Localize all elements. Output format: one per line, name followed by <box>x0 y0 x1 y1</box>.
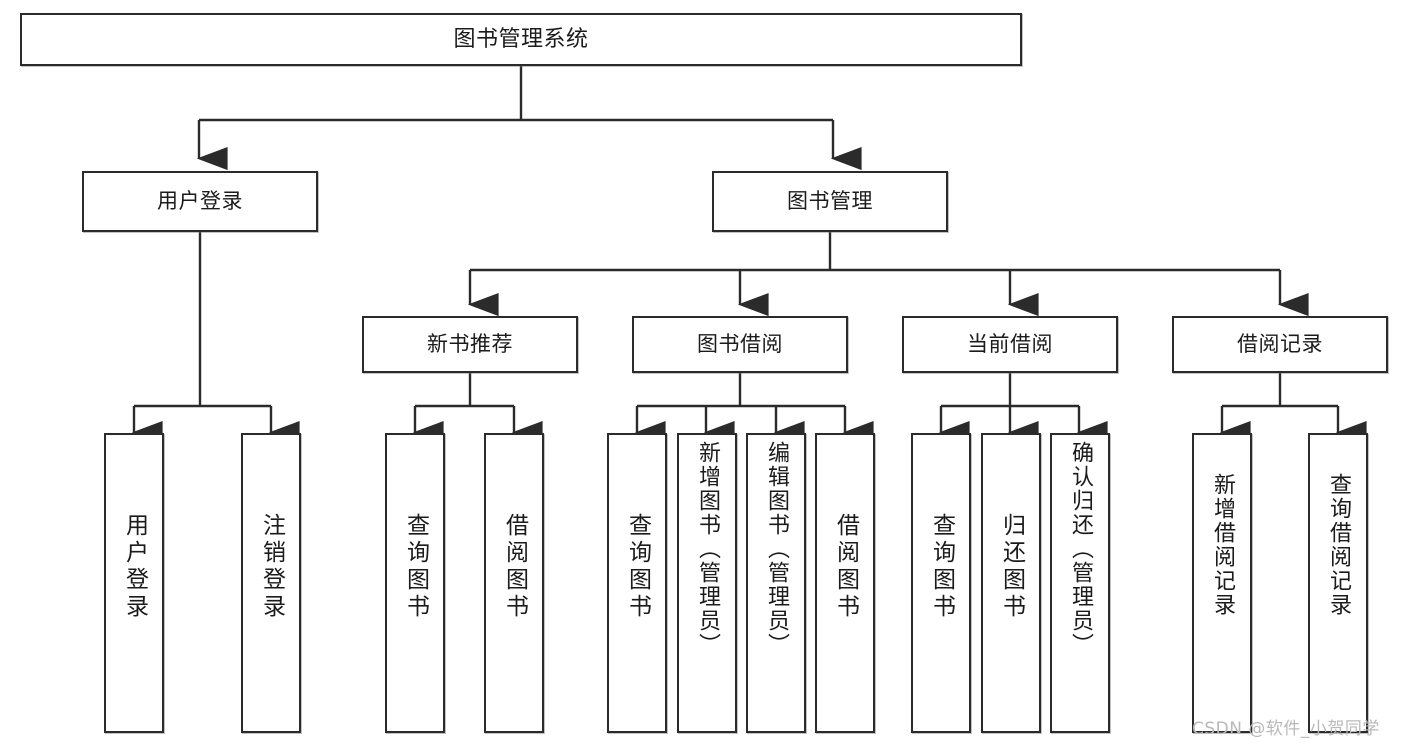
leaf-borrow-record-query-record[interactable]: 查询借阅记录 <box>1308 433 1368 733</box>
node-label: 用户登录 <box>157 189 243 214</box>
node-borrow-record[interactable]: 借阅记录 <box>1172 316 1388 373</box>
node-label: 确认归还（管理员） <box>1068 441 1093 657</box>
node-root-book-management-system[interactable]: 图书管理系统 <box>20 13 1022 66</box>
leaf-book-borrow-query-book[interactable]: 查询图书 <box>607 433 667 733</box>
node-label: 查询借阅记录 <box>1326 473 1351 617</box>
node-label: 查询图书 <box>624 513 651 621</box>
leaf-book-borrow-edit-book-admin[interactable]: 编辑图书（管理员） <box>746 433 806 733</box>
node-current-borrow[interactable]: 当前借阅 <box>902 316 1118 373</box>
node-label: 查询图书 <box>928 513 955 621</box>
node-label: 图书管理 <box>787 189 873 214</box>
node-label: 注销登录 <box>258 513 285 621</box>
leaf-current-borrow-confirm-return-admin[interactable]: 确认归还（管理员） <box>1050 433 1110 733</box>
leaf-book-borrow-add-book-admin[interactable]: 新增图书（管理员） <box>677 433 737 733</box>
node-label: 用户登录 <box>121 513 148 621</box>
node-label: 新增图书（管理员） <box>695 441 720 657</box>
node-label: 借阅图书 <box>832 513 859 621</box>
node-user-login[interactable]: 用户登录 <box>82 171 318 232</box>
node-book-borrow[interactable]: 图书借阅 <box>632 316 848 373</box>
leaf-new-book-query-book[interactable]: 查询图书 <box>385 433 445 733</box>
leaf-book-borrow-borrow-book[interactable]: 借阅图书 <box>815 433 875 733</box>
node-label: 借阅记录 <box>1237 332 1323 357</box>
csdn-watermark: CSDN @软件_小贺同学 <box>1192 719 1380 739</box>
node-label: 借阅图书 <box>501 513 528 621</box>
node-label: 当前借阅 <box>967 332 1053 357</box>
leaf-borrow-record-add-record[interactable]: 新增借阅记录 <box>1192 433 1252 733</box>
leaf-user-login-login[interactable]: 用户登录 <box>104 433 164 733</box>
node-label: 归还图书 <box>998 513 1025 621</box>
node-label: 新书推荐 <box>427 332 513 357</box>
node-label: 新增借阅记录 <box>1210 473 1235 617</box>
leaf-current-borrow-return-book[interactable]: 归还图书 <box>981 433 1041 733</box>
node-book-management[interactable]: 图书管理 <box>712 171 948 232</box>
node-label: 查询图书 <box>402 513 429 621</box>
leaf-user-login-logout[interactable]: 注销登录 <box>241 433 301 733</box>
node-new-book-recommend[interactable]: 新书推荐 <box>362 316 578 373</box>
leaf-current-borrow-query-book[interactable]: 查询图书 <box>911 433 971 733</box>
node-label: 图书借阅 <box>697 332 783 357</box>
leaf-new-book-borrow-book[interactable]: 借阅图书 <box>484 433 544 733</box>
node-label: 图书管理系统 <box>453 26 589 52</box>
node-label: 编辑图书（管理员） <box>764 441 789 657</box>
